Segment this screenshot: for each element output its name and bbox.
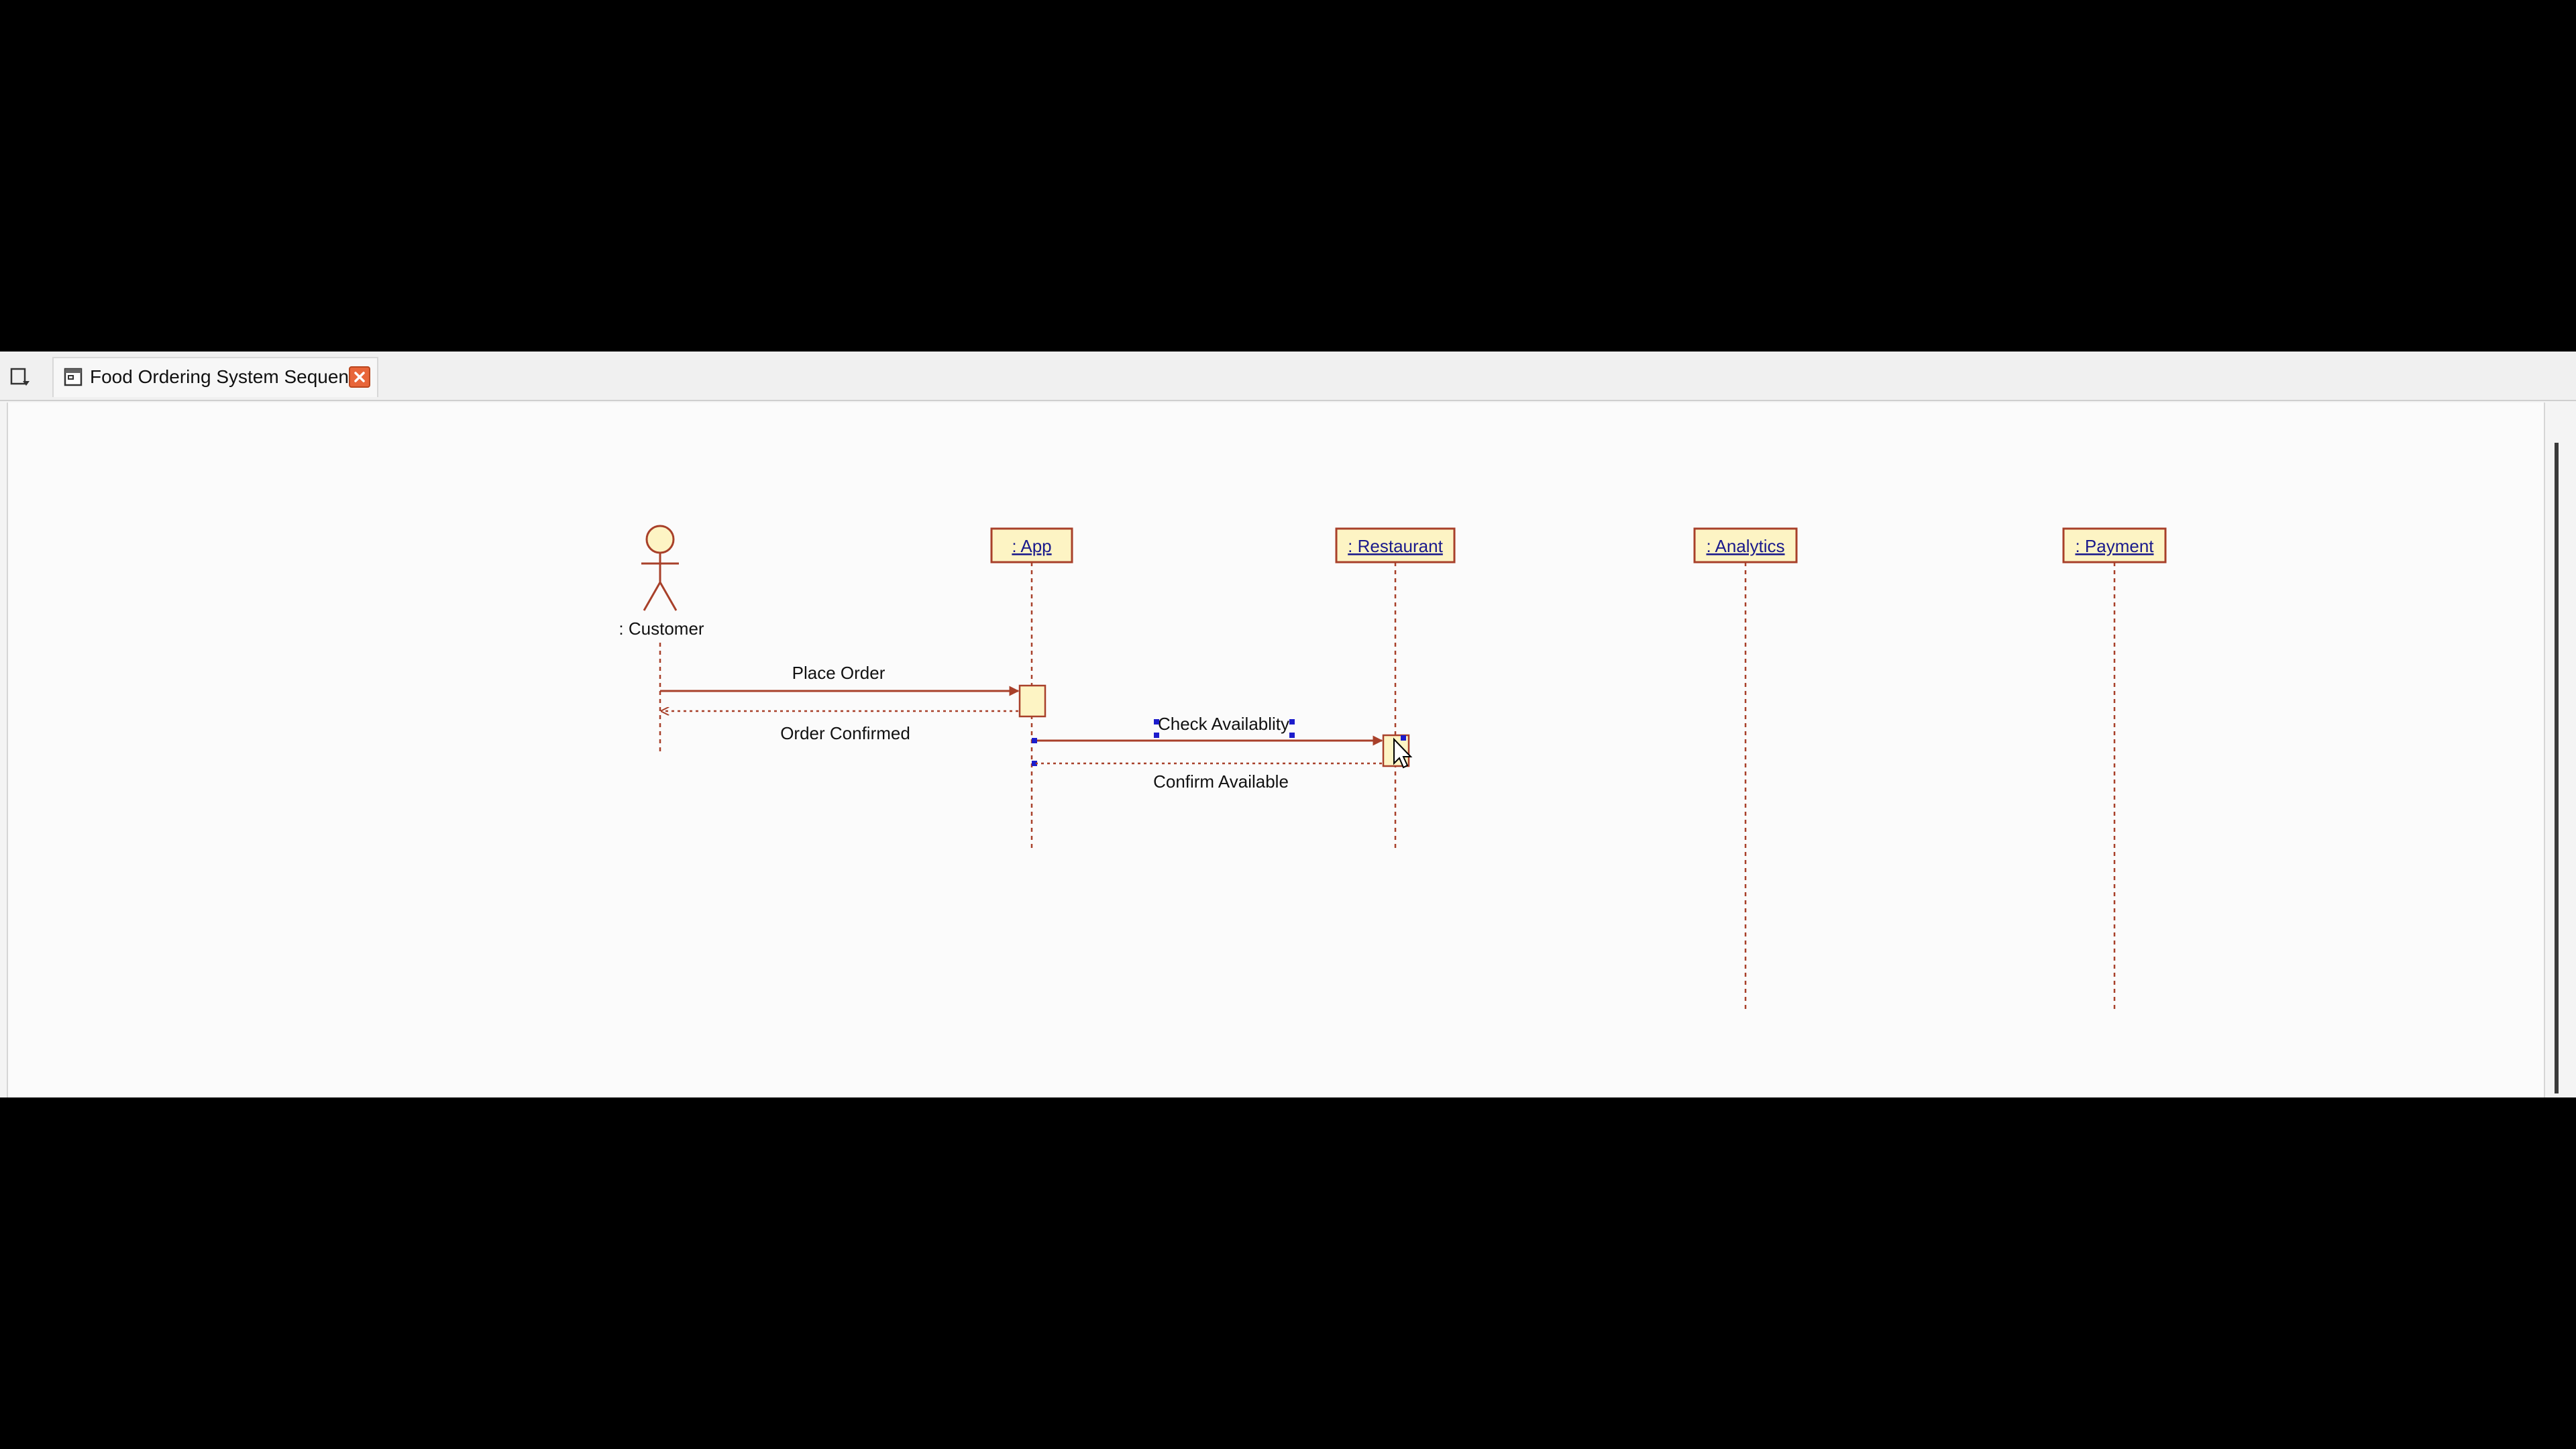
diagram-icon (64, 368, 83, 386)
actor-customer-label: : Customer (619, 619, 704, 639)
tab-menu-icon[interactable] (9, 366, 32, 389)
message-check-availability[interactable]: Check Availablity (1032, 714, 1406, 766)
message-confirm-available-label: Confirm Available (1153, 771, 1289, 792)
tab-food-ordering-sequence[interactable]: Food Ordering System Sequence (52, 357, 378, 397)
lifeline-app-label: : App (1012, 536, 1051, 556)
lifeline-analytics[interactable]: : Analytics (1693, 527, 1798, 564)
close-tab-button[interactable] (349, 366, 370, 388)
lifeline-payment[interactable]: : Payment (2062, 527, 2167, 564)
message-order-confirmed[interactable]: Order Confirmed (661, 711, 1018, 743)
lifeline-app[interactable]: : App (990, 527, 1073, 564)
lifeline-analytics-label: : Analytics (1706, 536, 1784, 556)
sequence-diagram: : Customer : App : Restaurant : Analytic… (619, 525, 2167, 1013)
lifeline-payment-label: : Payment (2075, 536, 2154, 556)
editor-tabstrip: Food Ordering System Sequence (0, 352, 2576, 401)
actor-customer[interactable]: : Customer (619, 525, 704, 639)
lifeline-restaurant[interactable]: : Restaurant (1335, 527, 1456, 564)
selection-handles[interactable] (1032, 719, 1406, 766)
message-confirm-available[interactable]: Confirm Available (1036, 762, 1382, 792)
mouse-cursor-icon (1393, 737, 1413, 769)
close-icon (354, 372, 365, 382)
message-place-order[interactable]: Place Order (660, 663, 1020, 696)
message-order-confirmed-label: Order Confirmed (780, 723, 910, 743)
message-check-availability-label: Check Availablity (1158, 714, 1289, 734)
activation-app[interactable] (1018, 684, 1046, 718)
lifeline-restaurant-label: : Restaurant (1348, 536, 1443, 556)
diagram-editor-window: Food Ordering System Sequence (0, 352, 2576, 1097)
message-place-order-label: Place Order (792, 663, 885, 683)
tab-title: Food Ordering System Sequence (90, 366, 369, 387)
diagram-canvas[interactable]: : Customer : App : Restaurant : Analytic… (7, 402, 2545, 1097)
vertical-scrollbar[interactable] (2549, 402, 2576, 1097)
scrollbar-thumb[interactable] (2555, 443, 2559, 1093)
